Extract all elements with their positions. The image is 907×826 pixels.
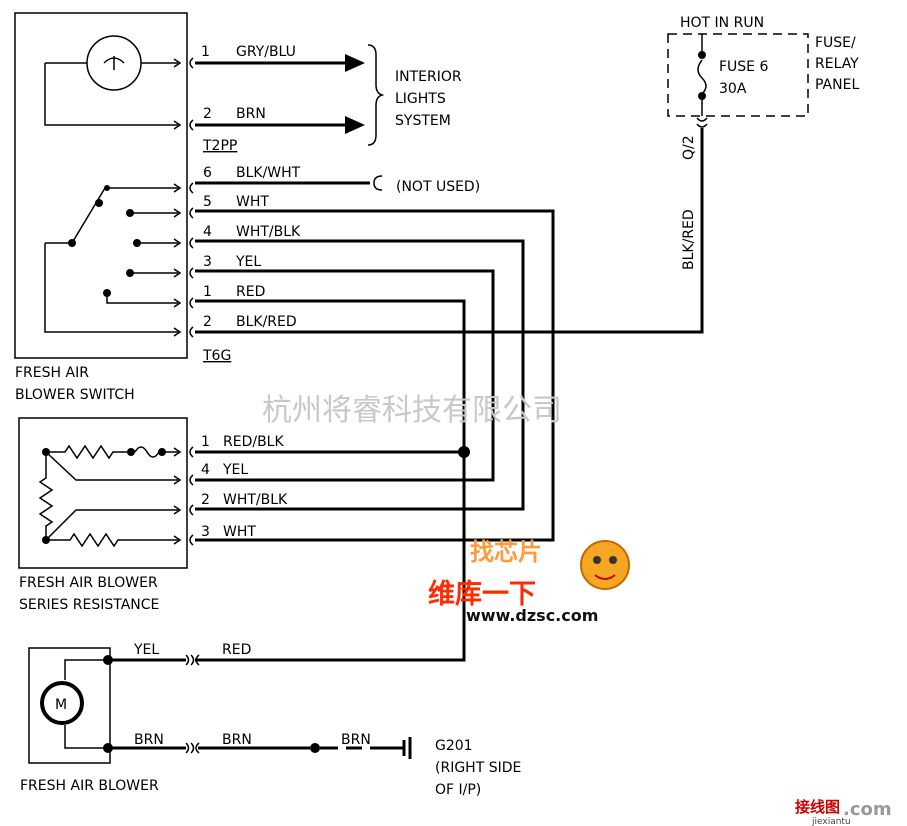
mascot-icon	[580, 540, 630, 590]
blower-switch: FRESH AIR BLOWER SWITCH T2PP T6G	[14, 12, 237, 403]
fuse-relay-panel: HOT IN RUN FUSE 6 30A FUSE/ RELAY PANEL …	[667, 15, 859, 270]
pin-label: 2	[203, 314, 212, 330]
wire-yel	[195, 269, 495, 482]
fuse-rating: 30A	[719, 81, 747, 97]
wire-label: WHT/BLK	[223, 492, 288, 508]
arrow-gry-blu	[345, 54, 365, 72]
not-used-label: (NOT USED)	[396, 179, 480, 195]
wire-label: YEL	[133, 642, 159, 658]
wire-label: BRN	[134, 732, 164, 748]
corner-logo-text: 接线图	[795, 798, 840, 816]
interior-line2: LIGHTS	[395, 91, 446, 107]
logo-url: www.dzsc.com	[466, 606, 598, 625]
wire-label: BLK/WHT	[236, 165, 301, 181]
fuse-panel-line3: PANEL	[815, 77, 859, 93]
resistance-box	[18, 417, 188, 569]
wire-label: BRN	[341, 732, 371, 748]
wire-label: WHT	[223, 524, 256, 540]
series-resistance: 1 RED/BLK 4 YEL 2 WHT/BLK 3 WHT FRESH AI…	[18, 417, 288, 613]
ground-name: G201	[435, 738, 473, 754]
resistance-name-line2: SERIES RESISTANCE	[19, 597, 159, 613]
wire-label: WHT	[236, 194, 269, 210]
connector-t2pp: T2PP	[202, 138, 237, 154]
pin-label: 2	[203, 106, 212, 122]
fuse-panel-line2: RELAY	[815, 56, 859, 72]
blower-box	[28, 647, 111, 764]
pin-label: 4	[203, 224, 212, 240]
pin-label: 6	[203, 165, 212, 181]
wire-label: BRN	[236, 106, 266, 122]
interior-line3: SYSTEM	[395, 113, 451, 129]
switch-wires	[189, 44, 704, 662]
logo-main-text: 维库一下	[428, 579, 536, 610]
wire-label: RED	[236, 284, 265, 300]
watermark-company: 杭州将睿科技有限公司	[262, 393, 562, 428]
ground-line3: OF I/P)	[435, 782, 481, 798]
wire-label: BRN	[222, 732, 252, 748]
corner-url: jiexiantu	[811, 817, 851, 826]
fresh-air-blower: M YEL RED BRN BRN BRN FRESH AIR BLOWER G…	[20, 642, 521, 798]
pin-label: 1	[201, 434, 210, 450]
logo-top-text: 找芯片	[470, 538, 542, 566]
pin-label: 5	[203, 194, 212, 210]
wire-label: YEL	[222, 462, 248, 478]
wire-label: WHT/BLK	[236, 224, 301, 240]
switch-box	[14, 12, 188, 359]
wire-label: BLK/RED	[236, 314, 297, 330]
fuse-name: FUSE 6	[719, 59, 768, 75]
ground-line2: (RIGHT SIDE	[435, 760, 521, 776]
pin-label: 2	[201, 492, 210, 508]
fuse-panel-box	[667, 33, 809, 117]
wire-label: YEL	[235, 254, 261, 270]
connector-t6g: T6G	[202, 348, 231, 364]
switch-pin-labels: 1 GRY/BLU 2 BRN 6 BLK/WHT 5 WHT 4 WHT/BL…	[201, 44, 480, 330]
resistance-name-line1: FRESH AIR BLOWER	[19, 575, 158, 591]
pin-label: 4	[201, 462, 210, 478]
interior-lights-label: INTERIOR LIGHTS SYSTEM	[395, 69, 462, 129]
pin-label: 3	[201, 524, 210, 540]
dzsc-logo: 找芯片 维库一下 www.dzsc.com	[428, 538, 630, 625]
corner-logo-com: .com	[843, 799, 892, 820]
wire-wht	[195, 209, 555, 542]
switch-name-line1: FRESH AIR	[15, 365, 89, 381]
hot-in-run: HOT IN RUN	[680, 15, 764, 31]
pin-label: 1	[201, 44, 210, 60]
wire-wht-blk	[195, 239, 525, 511]
wire-label: GRY/BLU	[236, 44, 296, 60]
wire-label: RED	[222, 642, 251, 658]
fuse-symbol	[697, 59, 707, 95]
switch-name-line2: BLOWER SWITCH	[15, 387, 135, 403]
arrow-brn	[345, 116, 365, 134]
blower-name: FRESH AIR BLOWER	[20, 778, 159, 794]
pin-label: 1	[203, 284, 212, 300]
fuse-wire-label: BLK/RED	[681, 209, 697, 270]
wire-label: RED/BLK	[223, 434, 284, 450]
interior-brace	[367, 44, 385, 146]
fuse-terminal: Q/2	[681, 135, 697, 160]
wire-blk-red	[195, 128, 704, 334]
fuse-panel-line1: FUSE/	[815, 35, 856, 51]
interior-line1: INTERIOR	[395, 69, 462, 85]
pin-label: 3	[203, 254, 212, 270]
motor-icon	[40, 681, 84, 725]
corner-watermark: 接线图 .com jiexiantu	[795, 798, 892, 826]
motor-label: M	[55, 697, 67, 713]
